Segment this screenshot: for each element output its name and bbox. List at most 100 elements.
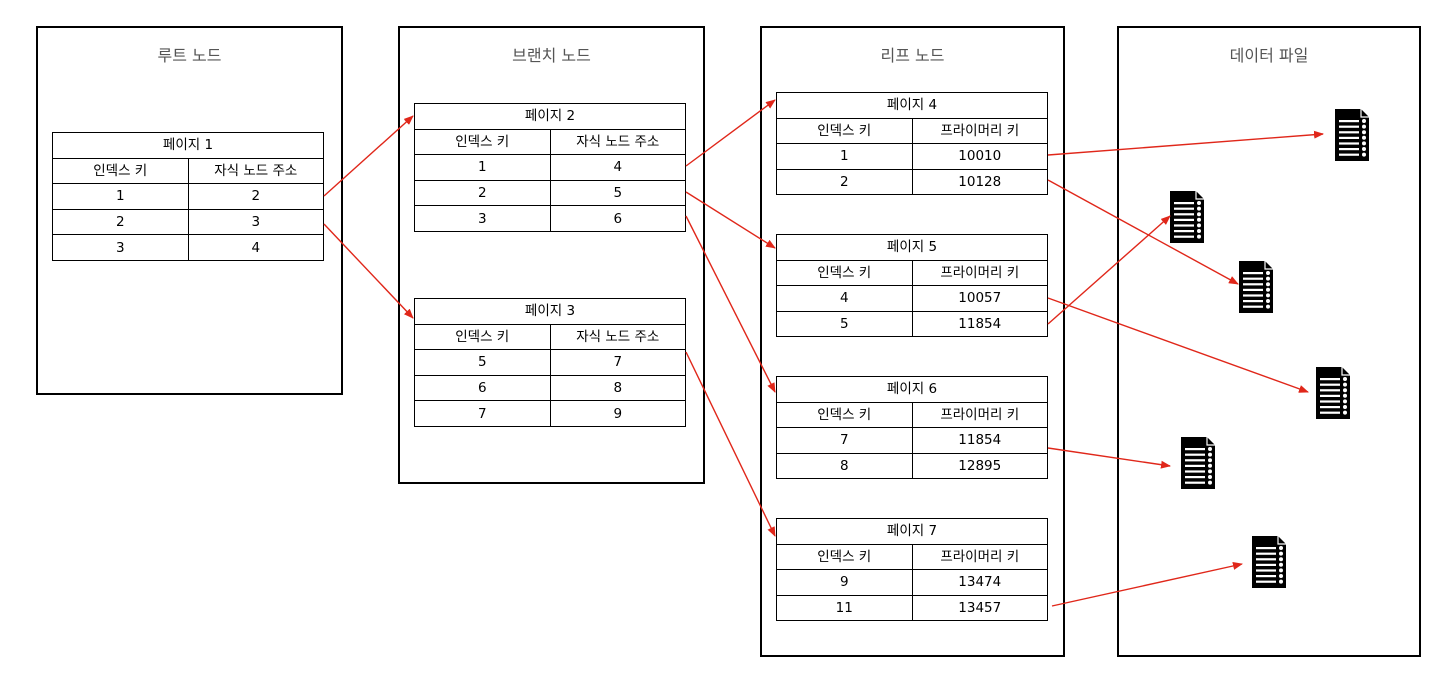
index-key-cell: 1 [414,154,551,181]
index-key-cell: 8 [776,452,913,480]
page-title: 페이지 4 [776,92,1048,119]
record-dot [1343,410,1347,415]
column-header: 인덱스 키 [776,117,913,145]
child-address-cell: 3 [187,208,324,236]
record-dot [1343,377,1347,381]
index-key-cell: 5 [776,310,913,338]
record-line [1256,569,1276,572]
child-address-cell: 4 [549,154,686,181]
record-line [1243,283,1263,286]
record-dot [1208,447,1212,451]
page-title: 페이지 5 [776,234,1048,261]
index-key-cell: 7 [776,427,913,454]
page-title: 페이지 2 [414,103,686,130]
record-line [1256,580,1276,583]
record-line [1185,459,1205,462]
record-line [1320,400,1340,403]
column-header: 프라이머리 키 [911,543,1048,571]
record-dot [1343,388,1347,393]
record-line [1339,148,1359,151]
document-record-icon [1335,109,1369,161]
record-dot [1279,551,1283,556]
record-line [1339,120,1359,123]
child-address-cell: 8 [549,374,686,402]
record-dot [1362,124,1366,129]
column-header: 프라이머리 키 [911,259,1048,287]
record-line [1185,448,1205,451]
record-dot [1208,475,1212,479]
primary-key-cell: 11854 [911,427,1048,454]
record-line [1339,142,1359,145]
document-fold [1360,109,1369,118]
index-key-cell: 1 [776,143,913,170]
record-dot [1266,276,1270,281]
document-fold [1341,367,1350,376]
primary-key-cell: 11854 [911,310,1048,338]
document-fold [1277,536,1286,545]
child-address-cell: 9 [549,400,686,427]
record-line [1339,136,1359,139]
record-line [1320,389,1340,392]
record-dot [1362,135,1366,140]
column-header: 자식 노드 주소 [549,128,686,156]
section-title: 루트 노드 [157,46,222,65]
record-line [1320,394,1340,397]
index-key-cell: 5 [414,349,551,376]
record-line [1243,277,1263,280]
child-address-cell: 2 [187,183,324,210]
record-line [1174,218,1194,221]
record-dot [1208,458,1212,463]
record-dot [1362,119,1366,123]
document-fold [1206,437,1215,446]
record-dot [1208,469,1212,474]
record-line [1256,575,1276,578]
column-header: 인덱스 키 [776,543,913,571]
column-header: 인덱스 키 [776,259,913,287]
document-record-icon [1181,437,1215,489]
record-dot [1197,223,1201,228]
column-header: 인덱스 키 [414,323,551,351]
record-line [1174,230,1194,233]
record-dot [1266,287,1270,292]
document-record-icon [1252,536,1286,588]
record-dot [1266,304,1270,309]
record-line [1320,411,1340,414]
record-dot [1208,463,1212,468]
page-title: 페이지 6 [776,376,1048,403]
primary-key-cell: 10128 [911,168,1048,196]
record-line [1174,213,1194,216]
section-title: 데이터 파일 [1229,46,1309,65]
record-line [1256,563,1276,566]
record-dot [1362,152,1366,157]
index-key-cell: 4 [776,285,913,312]
record-dot [1362,147,1366,151]
index-key-cell: 2 [776,168,913,196]
record-dot [1266,299,1270,303]
child-address-cell: 4 [187,234,324,261]
page-title: 페이지 3 [414,298,686,325]
index-key-cell: 7 [414,400,551,427]
column-header: 프라이머리 키 [911,117,1048,145]
index-key-cell: 11 [776,594,913,622]
record-line [1185,476,1205,479]
record-dot [1266,282,1270,287]
document-record-icon [1239,261,1273,313]
